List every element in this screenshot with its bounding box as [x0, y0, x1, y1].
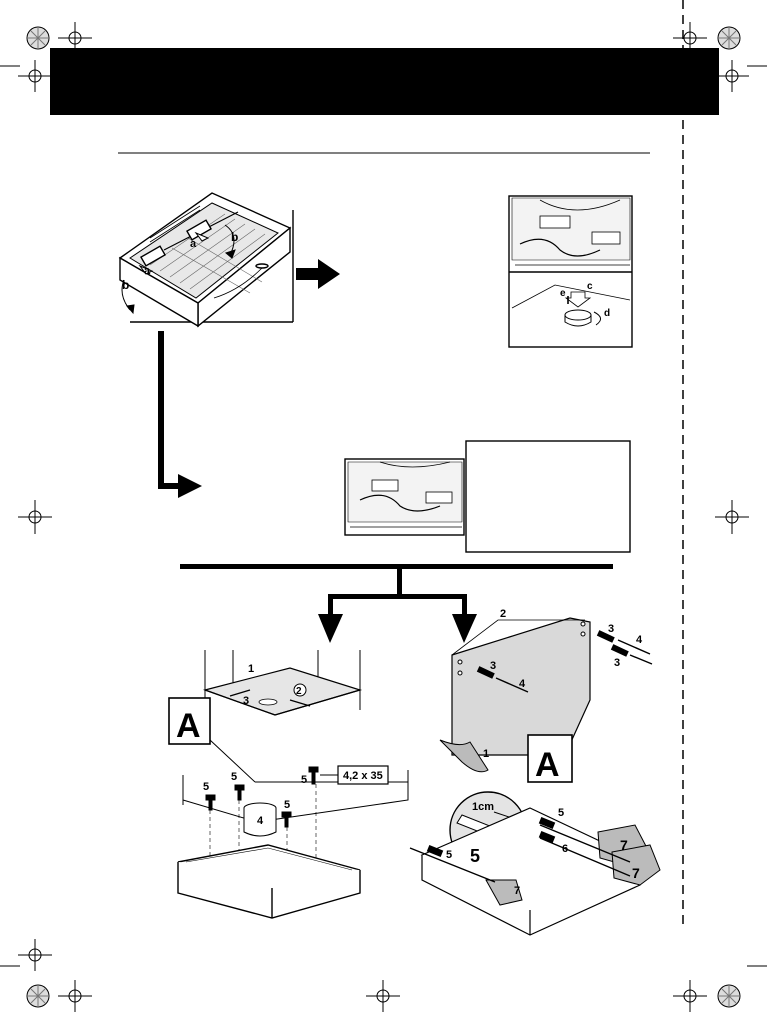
- filter-label-e: e: [560, 288, 566, 299]
- wall-num-4b: 4: [519, 678, 526, 690]
- wall-detail-letter: A: [535, 746, 560, 784]
- header-bar: [50, 48, 719, 115]
- hood-label-b2: b: [122, 278, 129, 292]
- wall-num-4a: 4: [636, 634, 643, 646]
- hood-illustration: [118, 192, 294, 328]
- registration-mark-bottom-right: [673, 980, 707, 1012]
- registration-mark-top-right: [673, 22, 707, 54]
- arrow-down-right: [158, 331, 202, 498]
- wall-num-5b: 5: [446, 849, 452, 861]
- color-balance-marks: [26, 26, 741, 1008]
- registration-mark-left-lower: [18, 939, 52, 971]
- ceiling-num-5a: 5: [203, 781, 209, 793]
- registration-mark-right-upper: [715, 60, 749, 92]
- registration-mark-bottom-center: [366, 980, 400, 1012]
- wall-depth-label: 1cm: [472, 801, 494, 813]
- wall-install: [409, 617, 661, 936]
- registration-mark-left-middle: [18, 500, 52, 534]
- wall-num-1: 1: [483, 748, 489, 760]
- wall-num-5a: 5: [558, 807, 564, 819]
- ceiling-install: [168, 650, 409, 919]
- hood-arrows: [121, 224, 236, 315]
- ceiling-num-5c: 5: [284, 799, 290, 811]
- wall-num-7a: 7: [620, 837, 628, 853]
- ceiling-num-3: 3: [243, 695, 249, 707]
- middle-blank-box: [465, 440, 631, 553]
- screw-spec-label: 4,2 x 35: [343, 770, 383, 782]
- wall-num-3a: 3: [608, 623, 614, 635]
- wall-num-3c: 3: [490, 660, 496, 672]
- hood-label-a1: a: [144, 265, 151, 277]
- registration-marks: [0, 22, 767, 1012]
- ceiling-num-1: 1: [248, 663, 254, 675]
- filter-label-c: c: [587, 281, 593, 292]
- wall-num-2: 2: [500, 608, 506, 620]
- hood-label-b1: b: [231, 230, 238, 244]
- registration-mark-right-middle: [715, 500, 749, 534]
- ceiling-num-4: 4: [257, 815, 264, 827]
- ceiling-num-5d: 5: [301, 774, 307, 786]
- registration-mark-bottom-left: [58, 980, 92, 1012]
- registration-mark-left-upper: [18, 60, 52, 92]
- middle-panel: [344, 458, 465, 536]
- wall-num-6: 6: [562, 843, 568, 855]
- filter-panel: [508, 195, 633, 348]
- wall-num-3b: 3: [614, 657, 620, 669]
- registration-mark-top-left: [58, 22, 92, 54]
- arrow-right-top: [296, 259, 340, 289]
- hood-label-a2: a: [190, 238, 197, 250]
- ceiling-detail-letter: A: [176, 707, 201, 745]
- ceiling-num-2: 2: [296, 686, 302, 697]
- wall-depth-callout: 5: [470, 846, 480, 866]
- wall-num-7b: 7: [632, 865, 640, 881]
- wall-num-7c: 7: [514, 885, 520, 897]
- ceiling-num-5b: 5: [231, 771, 237, 783]
- branch-arrows: [180, 564, 613, 643]
- filter-label-d: d: [604, 308, 610, 319]
